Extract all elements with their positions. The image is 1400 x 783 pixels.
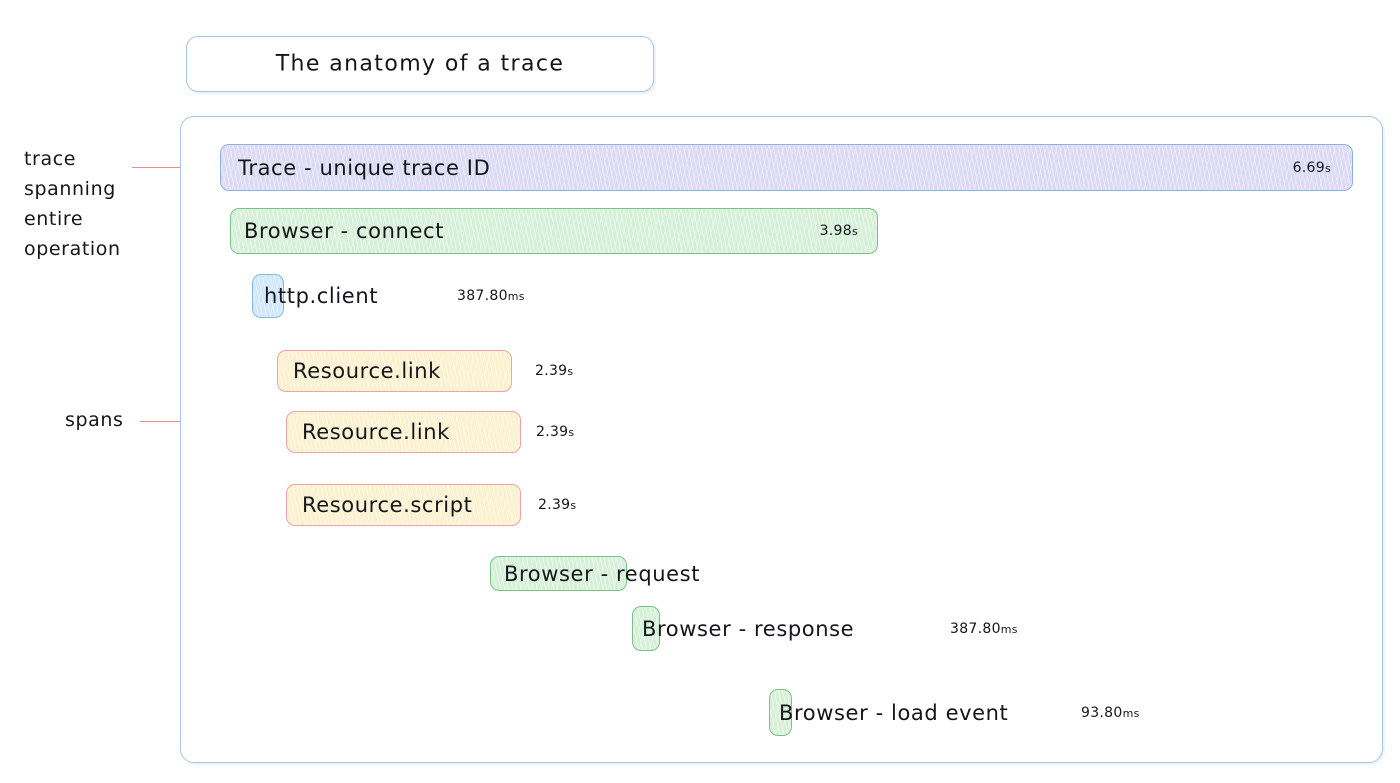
spans-annotation-leader-line	[140, 421, 210, 422]
span-label-browser-response: Browser - response	[642, 616, 855, 641]
page-title: The anatomy of a trace	[275, 51, 565, 77]
spans-annotation-label: spans	[65, 405, 124, 435]
title-card: The anatomy of a trace	[186, 36, 654, 92]
span-bar-browser-load-event[interactable]	[769, 689, 792, 736]
duration-value: 2.39	[535, 363, 568, 379]
duration-value: 387.80	[457, 288, 508, 304]
span-duration-resource-link-2: 2.39s	[536, 424, 574, 440]
trace-annotation-line-3: entire	[24, 208, 84, 230]
span-duration-resource-link-1: 2.39s	[535, 363, 573, 379]
duration-unit: s	[567, 365, 574, 378]
span-label-browser-request: Browser - request	[504, 561, 701, 586]
span-bar-http-client[interactable]	[252, 274, 284, 318]
span-duration-trace-root: 6.69s	[1293, 160, 1331, 176]
duration-value: 6.69	[1292, 159, 1325, 176]
duration-value: 3.98	[819, 223, 852, 239]
duration-unit: s	[568, 426, 575, 439]
trace-annotation-line-1: trace	[24, 148, 77, 170]
trace-annotation-leader-line	[132, 167, 206, 168]
span-duration-browser-load-event: 93.80ms	[1081, 705, 1140, 721]
duration-unit: s	[851, 225, 858, 238]
span-duration-browser-response: 387.80ms	[950, 621, 1018, 637]
span-label-http-client: http.client	[264, 284, 379, 308]
trace-annotation-line-4: operation	[24, 238, 121, 260]
span-bar-browser-connect[interactable]	[230, 208, 878, 254]
duration-unit: s	[1324, 161, 1331, 175]
spans-annotation-line-1: spans	[65, 409, 124, 431]
duration-unit: ms	[1000, 622, 1018, 636]
duration-unit: ms	[507, 290, 525, 303]
span-label-browser-load-event: Browser - load event	[779, 700, 1009, 725]
span-bar-resource-link-1[interactable]	[277, 350, 512, 392]
span-label-browser-connect: Browser - connect	[244, 219, 444, 243]
span-bar-browser-response[interactable]	[632, 606, 660, 651]
span-label-trace-root: Trace - unique trace ID	[238, 155, 491, 180]
duration-value: 93.80	[1081, 704, 1123, 721]
span-duration-resource-script: 2.39s	[538, 497, 576, 513]
trace-annotation-line-2: spanning	[24, 178, 116, 200]
duration-value: 2.39	[536, 424, 569, 440]
duration-unit: s	[570, 499, 577, 512]
span-bar-trace-root[interactable]	[220, 144, 1353, 191]
duration-value: 2.39	[538, 497, 571, 513]
duration-value: 387.80	[950, 620, 1001, 637]
span-bar-resource-link-2[interactable]	[286, 411, 521, 453]
span-bar-resource-script[interactable]	[286, 484, 521, 526]
span-duration-browser-connect: 3.98s	[820, 223, 858, 239]
span-bar-browser-request[interactable]	[490, 556, 627, 591]
duration-unit: ms	[1122, 706, 1140, 720]
trace-annotation-label: trace spanning entire operation	[24, 144, 121, 264]
span-label-resource-link-1: Resource.link	[293, 359, 441, 383]
span-label-resource-script: Resource.script	[302, 493, 473, 517]
span-label-resource-link-2: Resource.link	[302, 420, 450, 444]
span-duration-http-client: 387.80ms	[457, 288, 525, 304]
